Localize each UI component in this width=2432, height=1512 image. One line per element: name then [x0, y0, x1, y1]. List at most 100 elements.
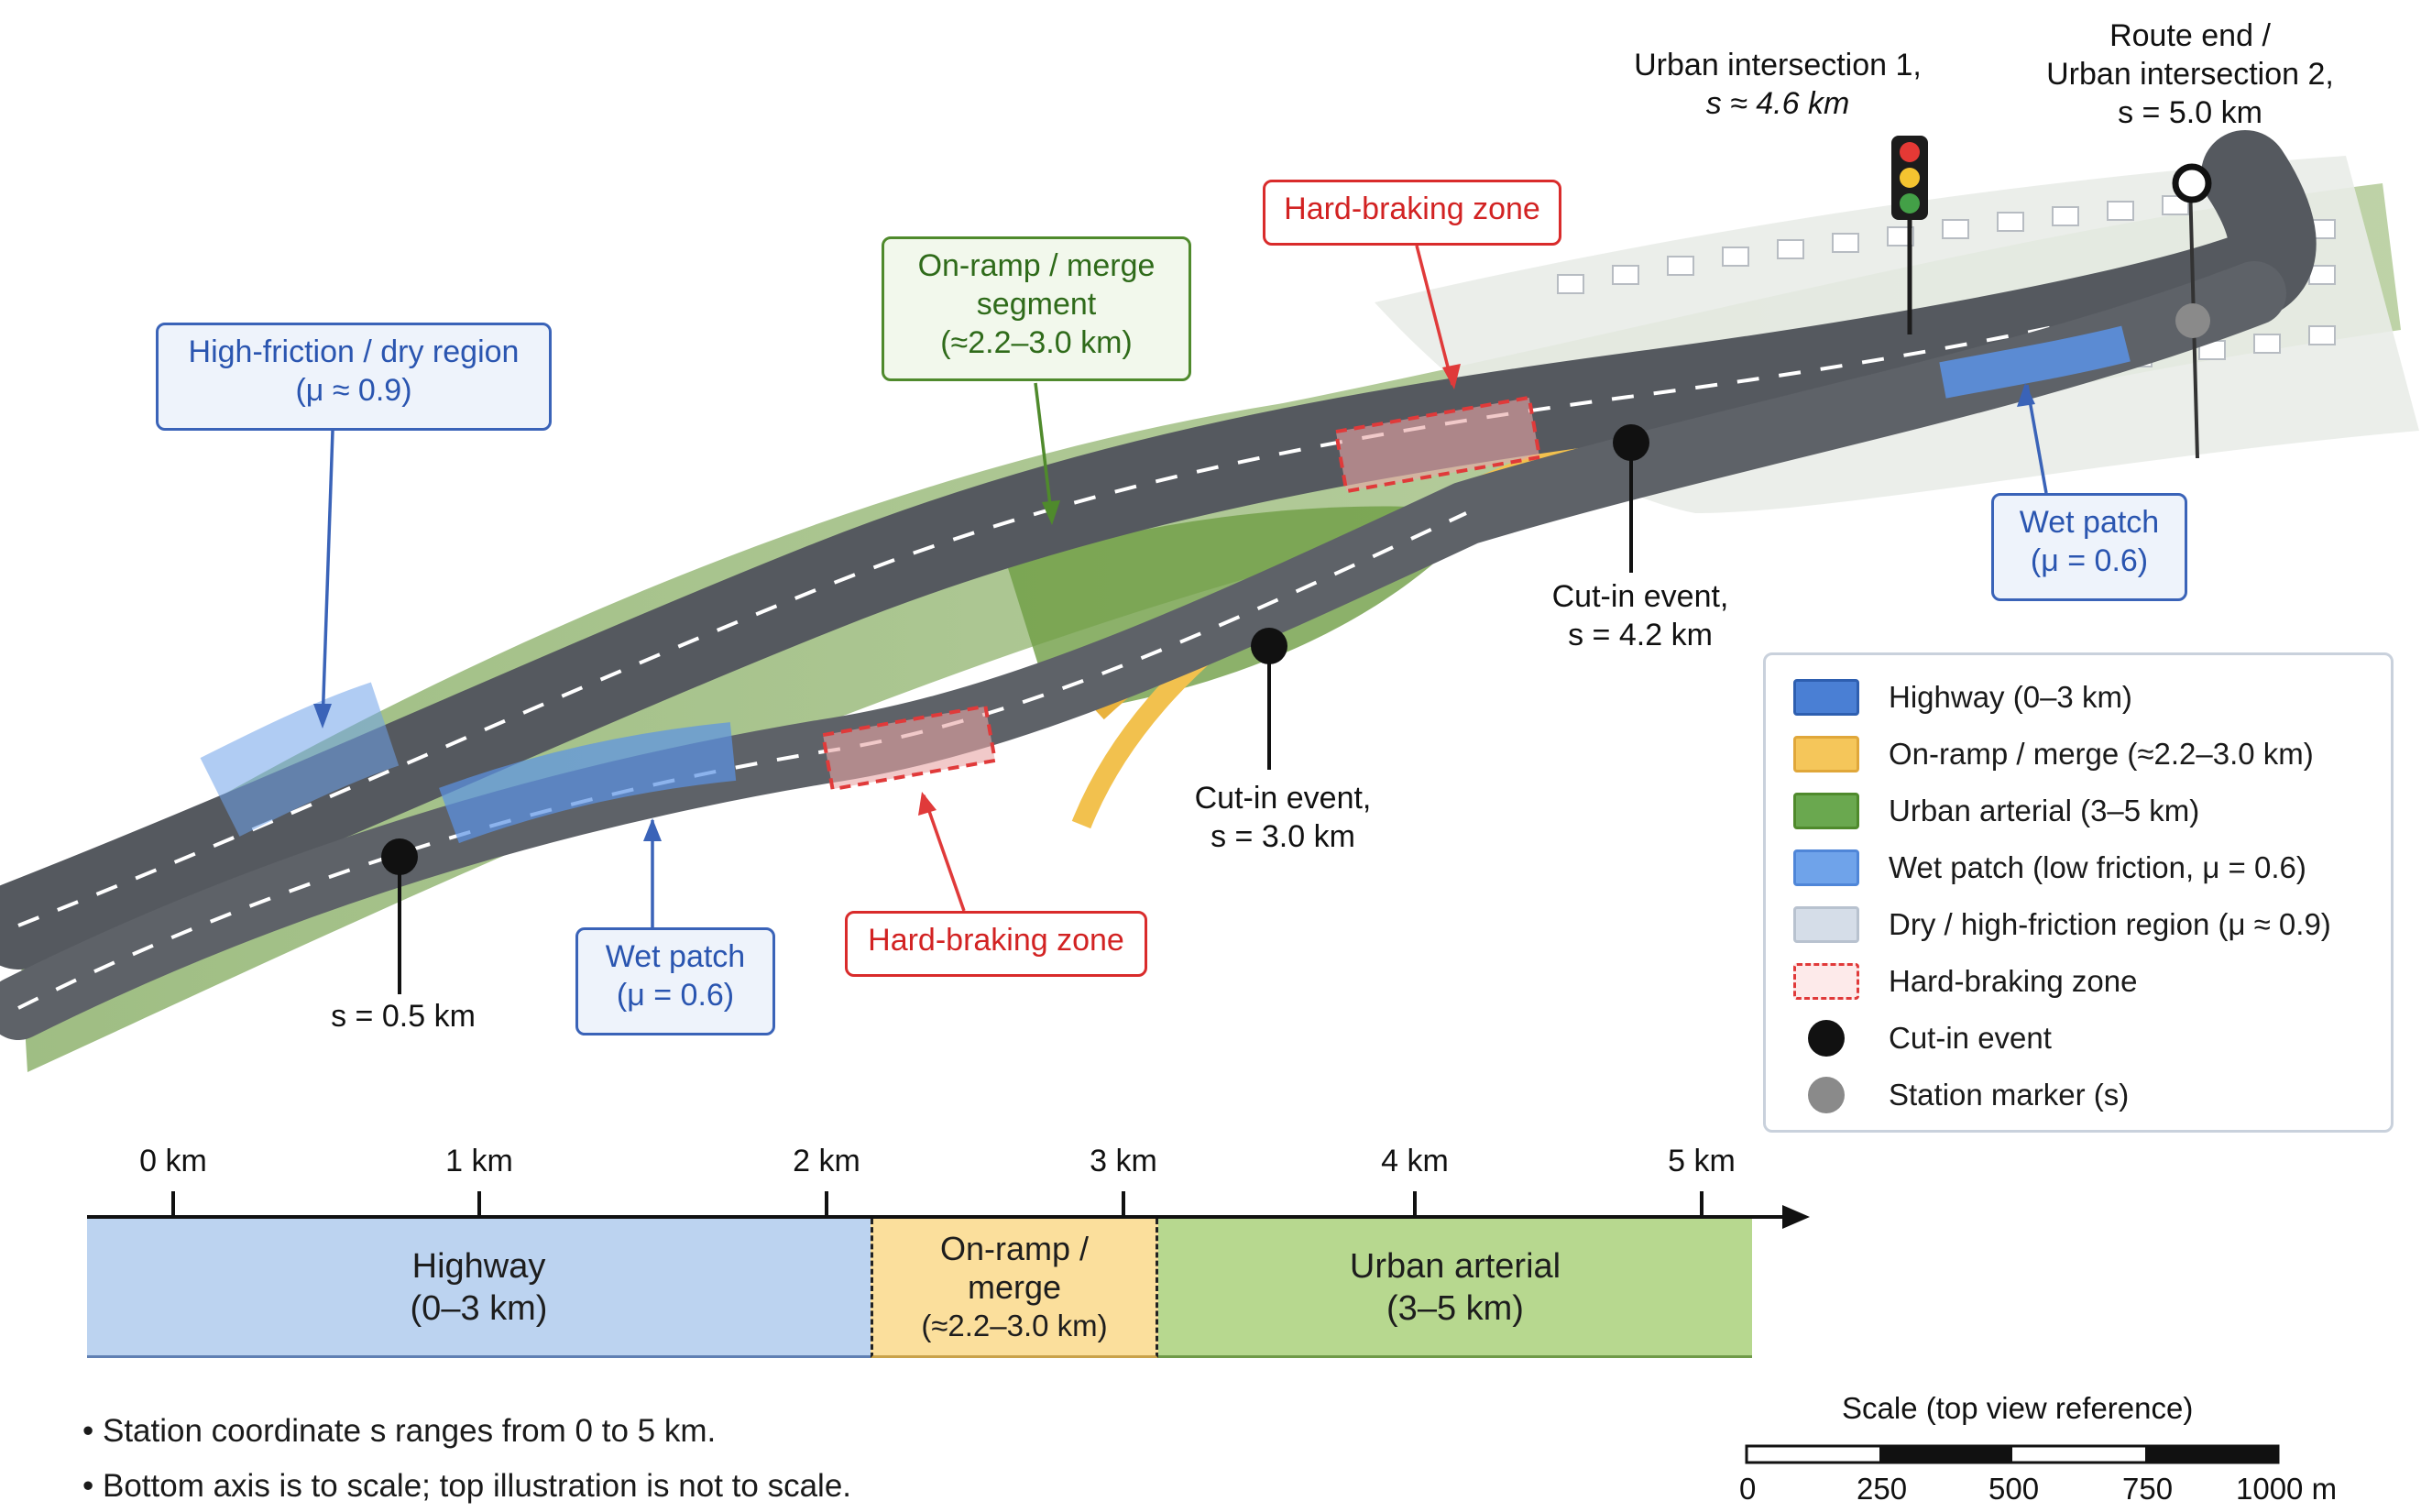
- arrow-hard-braking-bottom: [922, 794, 966, 912]
- station-marker-0-5km: [381, 838, 418, 875]
- wet-patch-right-area: [1939, 325, 2131, 399]
- label-cut-in-3km: Cut-in event, s = 3.0 km: [1136, 779, 1430, 856]
- callout-onramp: On-ramp / merge segment (≈2.2–3.0 km): [882, 236, 1191, 381]
- label-cut-in-4-2km: Cut-in event, s = 4.2 km: [1494, 577, 1787, 654]
- scale-tick-1000: 1000 m: [2236, 1472, 2338, 1506]
- legend-dot-station: [1808, 1077, 1845, 1113]
- callout-wet-patch-left: Wet patch (μ = 0.6): [575, 927, 775, 1035]
- legend-row-braking: Hard-braking zone: [1793, 961, 2137, 1002]
- callout-wet-left-mu: (μ = 0.6): [616, 978, 735, 1013]
- urban1-line1: Urban intersection 1,: [1634, 48, 1922, 82]
- legend: Highway (0–3 km) On-ramp / merge (≈2.2–3…: [1763, 652, 2394, 1133]
- callout-onramp-line3: (≈2.2–3.0 km): [940, 325, 1133, 360]
- callout-onramp-line1: On-ramp / merge: [917, 248, 1156, 283]
- legend-label-wet: Wet patch (low friction, μ = 0.6): [1889, 850, 2306, 884]
- arrow-onramp: [1034, 382, 1054, 521]
- legend-label-cutin: Cut-in event: [1889, 1021, 2052, 1055]
- cutin3-line2: s = 3.0 km: [1211, 819, 1355, 854]
- label-route-end: Route end / Urban intersection 2, s = 5.…: [1998, 16, 2383, 132]
- callout-hard-braking-top: Hard-braking zone: [1263, 180, 1561, 246]
- station-marker-right: [2175, 303, 2210, 338]
- legend-row-wet: Wet patch (low friction, μ = 0.6): [1793, 848, 2306, 888]
- callout-high-friction-title: High-friction / dry region: [188, 334, 520, 369]
- legend-swatch-wet: [1793, 849, 1859, 886]
- legend-label-station: Station marker (s): [1889, 1078, 2130, 1112]
- legend-swatch-braking: [1793, 963, 1859, 1000]
- legend-swatch-highway: [1793, 679, 1859, 716]
- legend-dot-cutin: [1808, 1020, 1845, 1057]
- callout-hard-braking-top-text: Hard-braking zone: [1284, 192, 1540, 226]
- scale-tick-0: 0: [1739, 1472, 1757, 1506]
- route-end-line3: s = 5.0 km: [2118, 95, 2262, 130]
- axis-tick-3: 3 km: [1090, 1144, 1157, 1178]
- segment-urban: Urban arterial (3–5 km): [1158, 1219, 1752, 1358]
- wet-patch-left-area: [439, 722, 737, 844]
- callout-onramp-line2: segment: [976, 287, 1097, 322]
- axis-tick-0: 0 km: [139, 1144, 207, 1178]
- highway-upper-lane: [17, 273, 2255, 927]
- label-s-0-5km: s = 0.5 km: [275, 997, 531, 1035]
- axis-tick-2: 2 km: [793, 1144, 860, 1178]
- segment-highway: Highway (0–3 km): [87, 1219, 871, 1358]
- cutin3-line1: Cut-in event,: [1194, 781, 1372, 816]
- legend-label-onramp: On-ramp / merge (≈2.2–3.0 km): [1889, 737, 2314, 771]
- legend-row-station: Station marker (s): [1793, 1075, 2129, 1115]
- segment-onramp: On-ramp / merge (≈2.2–3.0 km): [871, 1219, 1158, 1358]
- axis-arrow-icon: [1782, 1205, 1810, 1229]
- dry-region-shade: [200, 682, 400, 837]
- legend-swatch-onramp: [1793, 736, 1859, 772]
- segment-urban-line1: Urban arterial: [1349, 1246, 1561, 1286]
- segment-highway-line2: (0–3 km): [410, 1288, 548, 1328]
- callout-wet-right-mu: (μ = 0.6): [2030, 543, 2149, 578]
- segment-urban-line2: (3–5 km): [1386, 1288, 1524, 1328]
- scale-title: Scale (top view reference): [1842, 1391, 2194, 1425]
- scale-tick-500: 500: [1988, 1472, 2040, 1506]
- legend-row-cutin: Cut-in event: [1793, 1018, 2052, 1058]
- highway-lower-lane: [17, 511, 1467, 1010]
- legend-label-urban: Urban arterial (3–5 km): [1889, 794, 2200, 827]
- note-station-range: • Station coordinate s ranges from 0 to …: [82, 1413, 717, 1449]
- route-end-line2: Urban intersection 2,: [2046, 57, 2334, 92]
- callout-hard-braking-bottom-text: Hard-braking zone: [868, 923, 1124, 958]
- scale-bar: [1745, 1444, 2280, 1464]
- legend-row-dry: Dry / high-friction region (μ ≈ 0.9): [1793, 904, 2331, 945]
- hard-braking-zone-bottom: [820, 704, 998, 792]
- note-scale: • Bottom axis is to scale; top illustrat…: [82, 1468, 852, 1504]
- legend-row-urban: Urban arterial (3–5 km): [1793, 791, 2199, 831]
- route-end-marker: [2172, 163, 2212, 203]
- legend-label-dry: Dry / high-friction region (μ ≈ 0.9): [1889, 907, 2331, 941]
- callout-hard-braking-bottom: Hard-braking zone: [845, 911, 1147, 977]
- segment-onramp-line3: (≈2.2–3.0 km): [921, 1308, 1108, 1342]
- legend-swatch-dry: [1793, 906, 1859, 943]
- legend-label-highway: Highway (0–3 km): [1889, 680, 2132, 714]
- callout-high-friction-mu: (μ ≈ 0.9): [295, 373, 412, 408]
- traffic-light-icon: [1891, 136, 1928, 334]
- route-end-line1: Route end /: [2109, 18, 2271, 53]
- legend-row-onramp: On-ramp / merge (≈2.2–3.0 km): [1793, 734, 2314, 774]
- urban1-line2: s ≈ 4.6 km: [1705, 86, 1850, 121]
- legend-row-highway: Highway (0–3 km): [1793, 677, 2132, 718]
- s05-text: s = 0.5 km: [331, 999, 476, 1034]
- callout-wet-right-title: Wet patch: [2019, 505, 2160, 540]
- segment-highway-line1: Highway: [411, 1246, 546, 1286]
- callout-high-friction: High-friction / dry region (μ ≈ 0.9): [156, 323, 552, 431]
- axis-tick-5: 5 km: [1668, 1144, 1736, 1178]
- scale-tick-250: 250: [1857, 1472, 1908, 1506]
- axis-tick-4: 4 km: [1381, 1144, 1449, 1178]
- arrow-high-friction: [321, 430, 334, 725]
- cut-in-event-3km: [1251, 628, 1287, 664]
- cut-in-event-4-2km: [1613, 424, 1649, 461]
- axis-tick-1: 1 km: [445, 1144, 513, 1178]
- legend-swatch-urban: [1793, 793, 1859, 829]
- label-urban-intersection-1: Urban intersection 1, s ≈ 4.6 km: [1585, 46, 1970, 123]
- segment-onramp-line2: merge: [967, 1267, 1062, 1306]
- cutin42-line2: s = 4.2 km: [1568, 618, 1713, 652]
- hard-braking-zone-top: [1333, 395, 1542, 494]
- callout-wet-patch-right: Wet patch (μ = 0.6): [1991, 493, 2187, 601]
- legend-label-braking: Hard-braking zone: [1889, 964, 2138, 998]
- callout-wet-left-title: Wet patch: [605, 939, 746, 974]
- segment-onramp-line1: On-ramp /: [939, 1229, 1090, 1267]
- cutin42-line1: Cut-in event,: [1551, 579, 1729, 614]
- scale-tick-750: 750: [2122, 1472, 2174, 1506]
